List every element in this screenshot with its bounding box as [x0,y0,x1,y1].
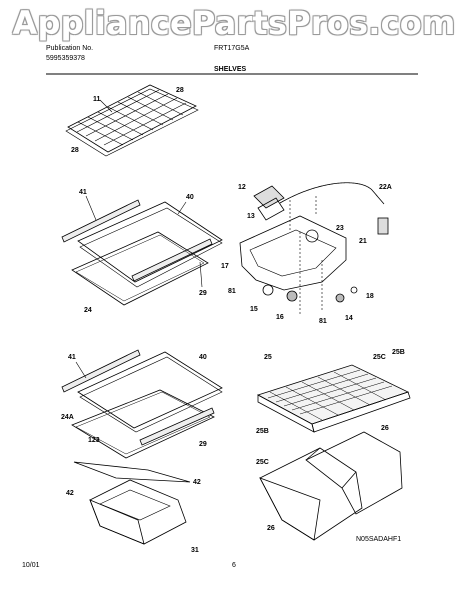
drawer-pan [89,479,187,545]
shelf-set-2 [61,349,223,483]
callout: 41 [79,189,87,196]
shelf-set-1 [61,199,223,306]
callout: 42 [66,490,74,497]
callout: 11 [93,96,101,103]
callout: 23 [336,225,344,232]
callout: 81 [319,318,327,325]
section-title: SHELVES [214,66,247,73]
callout: 28 [71,147,79,154]
callout: 25B [256,428,269,435]
callout: 29 [199,441,207,448]
callout: 18 [366,293,374,300]
callout: 25 [264,354,272,361]
diagram-code: N05SADAHF1 [356,536,402,543]
callout: 25C [256,459,269,466]
callout: 29 [199,290,207,297]
callout: 41 [68,354,76,361]
callout: 16 [276,314,284,321]
callout: 24 [84,307,92,314]
callout: 21 [359,238,367,245]
page-number: 6 [232,562,236,569]
callout: 26 [267,525,275,532]
footer-date: 10/01 [22,562,40,569]
callout: 25B [392,349,405,356]
callout: 81 [228,288,236,295]
publication-number: 5995359378 [46,55,85,62]
callout: 28 [176,87,184,94]
callout: 17 [221,263,229,270]
crisper-cover [256,364,411,433]
callout: 25C [373,354,386,361]
publication-label: Publication No. [46,45,94,52]
callout: 31 [191,547,199,554]
callout: 40 [186,194,194,201]
model-number: FRT17G5A [214,45,250,52]
callout: 13 [247,213,255,220]
callouts: 11 28 28 41 40 24 29 12 22A 13 23 21 17 … [61,87,405,554]
callout: 42 [193,479,201,486]
crisper-drawers [259,431,403,541]
callout: 24A [61,414,74,421]
callout: 22A [379,184,392,191]
callout: 123 [88,437,100,444]
callout: 40 [199,354,207,361]
wire-shelf [65,84,199,157]
control-assembly [239,182,389,314]
callout: 12 [238,184,246,191]
callout: 14 [345,315,353,322]
callout: 15 [250,306,258,313]
callout: 26 [381,425,389,432]
watermark: AppliancePartsPros.com [12,4,456,42]
